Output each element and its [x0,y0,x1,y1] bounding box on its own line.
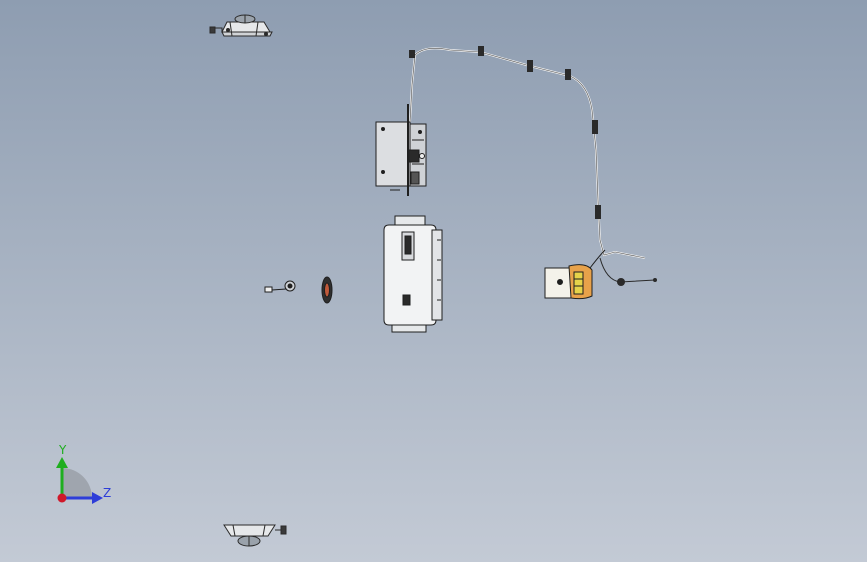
triad-z-arrow [92,492,103,504]
speaker-top[interactable] [209,14,273,37]
subwoofer-box[interactable] [544,249,606,300]
speaker-bottom[interactable] [223,524,287,547]
connector-plug[interactable] [264,280,296,293]
power-amplifier[interactable] [383,215,443,333]
control-module[interactable] [375,104,427,196]
triad-y-arrow [56,457,68,468]
axis-y-label: Y [59,443,67,457]
triad-origin [57,493,67,503]
harness-clips [409,46,657,286]
axis-z-label: Z [103,486,112,500]
triad-quadrant [62,468,92,498]
reference-triad [56,457,103,504]
wiring-harness[interactable] [409,47,656,283]
grommet[interactable] [321,276,333,304]
